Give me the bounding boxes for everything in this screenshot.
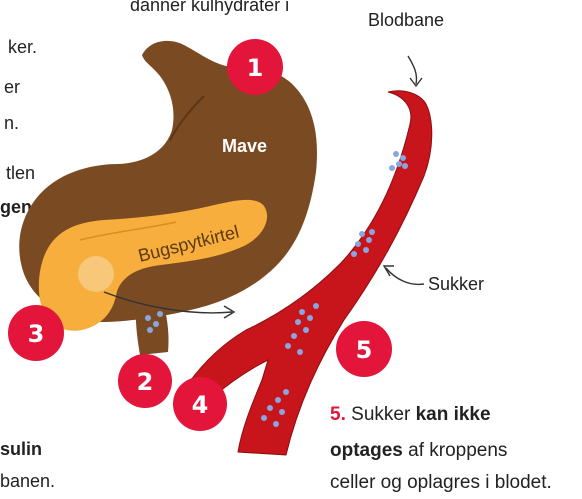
badge-1: 1 xyxy=(227,39,283,95)
sugar-pointer xyxy=(386,268,424,284)
bloodstream-pointer xyxy=(408,56,417,84)
badge-3: 3 xyxy=(8,305,64,361)
svg-text:2: 2 xyxy=(137,368,154,396)
step5-number: 5. xyxy=(330,404,346,425)
step5-part2: af kroppens xyxy=(408,440,507,461)
stomach-label: Mave xyxy=(222,136,267,156)
svg-text:1: 1 xyxy=(247,54,264,82)
svg-text:4: 4 xyxy=(192,391,209,419)
svg-text:3: 3 xyxy=(28,320,45,348)
badge-4: 4 xyxy=(173,377,227,431)
svg-text:5: 5 xyxy=(356,336,373,364)
step5-line3: celler og oplagres i blodet. xyxy=(330,472,552,494)
step5-part1: Sukker xyxy=(351,404,410,425)
badge-2: 2 xyxy=(118,354,172,408)
badge-5: 5 xyxy=(336,321,392,377)
step5-line2: optages af kroppens xyxy=(330,440,507,462)
bloodstream-label: Blodbane xyxy=(368,10,444,30)
sugar-label: Sukker xyxy=(428,274,484,294)
step5-line1: 5. Sukker kan ikke xyxy=(330,404,491,426)
step5-bold2: optages xyxy=(330,440,403,461)
step5-bold1: kan ikke xyxy=(416,404,491,425)
